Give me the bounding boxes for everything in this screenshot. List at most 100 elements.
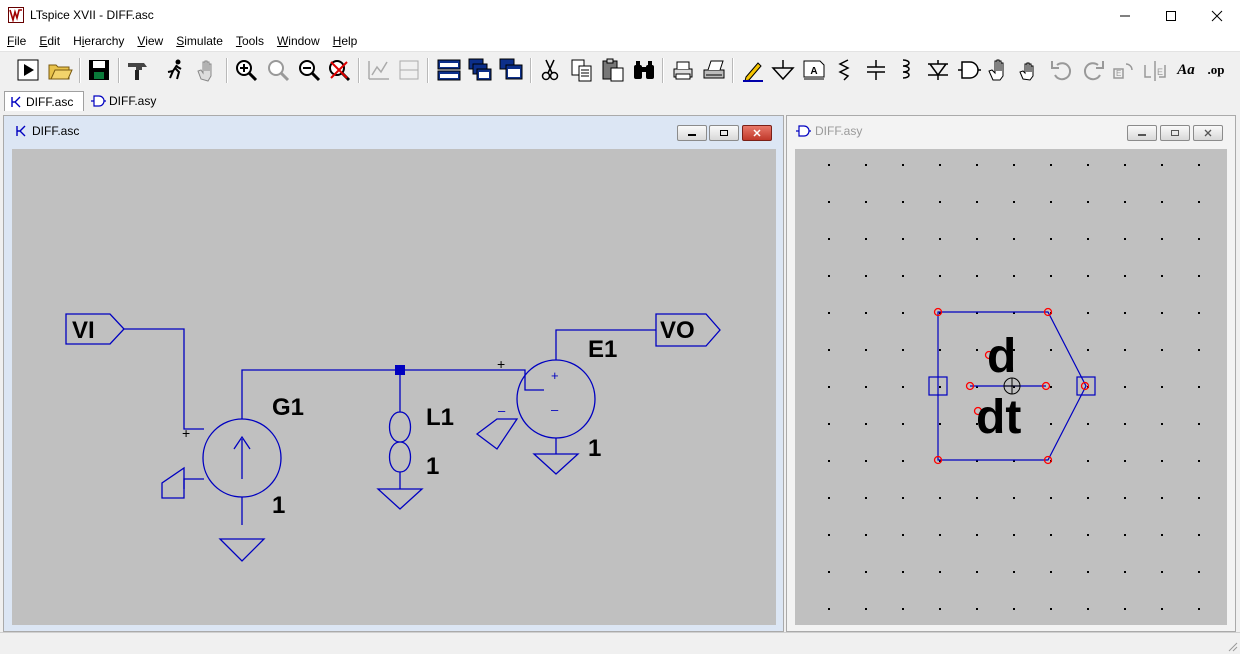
grid-dot <box>976 497 978 499</box>
grid-dot <box>1161 386 1163 388</box>
resize-grip-icon[interactable] <box>1226 640 1238 652</box>
grid-dot <box>1124 460 1126 462</box>
minimize-button[interactable] <box>1102 0 1148 31</box>
ground-icon[interactable] <box>770 57 796 83</box>
grid-dot <box>865 312 867 314</box>
redo-icon[interactable] <box>1080 57 1106 83</box>
component-icon[interactable] <box>956 57 982 83</box>
schematic-close-button[interactable] <box>742 125 772 141</box>
spice-directive-icon[interactable]: .op <box>1207 62 1225 77</box>
grid-dot <box>939 349 941 351</box>
schematic-minimize-button[interactable] <box>677 125 707 141</box>
control-panel-icon[interactable] <box>125 57 151 83</box>
symbol-close-button[interactable] <box>1193 125 1223 141</box>
save-icon[interactable] <box>86 57 112 83</box>
grid-dot <box>1161 423 1163 425</box>
mirror-icon[interactable]: E <box>1142 57 1168 83</box>
grid-dot <box>828 534 830 536</box>
tab-diff-asc[interactable]: DIFF.asc <box>4 91 84 111</box>
run-icon[interactable] <box>15 57 41 83</box>
grid-dot <box>828 349 830 351</box>
grid-dots <box>828 164 1200 610</box>
grid-dot <box>865 164 867 166</box>
resistor-icon[interactable] <box>832 57 858 83</box>
grid-dot <box>1013 497 1015 499</box>
grid-dot <box>1124 497 1126 499</box>
halt-icon[interactable] <box>162 57 188 83</box>
tile-icon[interactable] <box>436 57 462 83</box>
svg-text:E: E <box>1116 69 1121 78</box>
menu-view[interactable]: View <box>137 34 164 48</box>
grid-dot <box>865 497 867 499</box>
grid-dot <box>828 312 830 314</box>
pan-icon[interactable] <box>194 57 220 83</box>
grid-dot <box>1124 201 1126 203</box>
rotate-icon[interactable]: E <box>1111 57 1137 83</box>
title-bar: LTspice XVII - DIFF.asc <box>0 0 1240 31</box>
grid-dot <box>1161 201 1163 203</box>
grid-dot <box>1087 534 1089 536</box>
diode-icon[interactable] <box>925 57 951 83</box>
tab-diff-asy[interactable]: DIFF.asy <box>86 91 162 111</box>
grid-dot <box>1124 423 1126 425</box>
drag-icon[interactable] <box>1017 57 1043 83</box>
split-icon[interactable] <box>396 57 422 83</box>
maximize-button[interactable] <box>1148 0 1194 31</box>
zoom-in-icon[interactable] <box>233 57 259 83</box>
close-windows-icon[interactable] <box>498 57 524 83</box>
cut-icon[interactable] <box>537 57 563 83</box>
menu-file[interactable]: File <box>7 34 27 48</box>
svg-text:A: A <box>810 66 817 77</box>
grid-dot <box>1198 460 1200 462</box>
schematic-maximize-button[interactable] <box>709 125 739 141</box>
menu-help[interactable]: Help <box>332 34 358 48</box>
print-icon[interactable] <box>701 57 727 83</box>
grid-dot <box>1087 423 1089 425</box>
grid-dot <box>1050 349 1052 351</box>
wire-icon[interactable] <box>740 57 766 83</box>
schematic-window-titlebar[interactable]: DIFF.asc <box>4 116 783 146</box>
grid-dot <box>865 460 867 462</box>
vi-port-flag <box>65 313 125 345</box>
symbol-minimize-button[interactable] <box>1127 125 1157 141</box>
grid-dot <box>1050 423 1052 425</box>
grid-dot <box>1087 349 1089 351</box>
close-button[interactable] <box>1194 0 1240 31</box>
menu-window[interactable]: Window <box>276 34 320 48</box>
label-icon[interactable]: A <box>801 57 827 83</box>
undo-icon[interactable] <box>1049 57 1075 83</box>
menu-simulate[interactable]: Simulate <box>176 34 223 48</box>
grid-dot <box>976 423 978 425</box>
grid-dot <box>902 571 904 573</box>
schematic-canvas[interactable]: VI VO G1 1 L1 1 E1 1 + + + – – <box>12 149 776 625</box>
move-icon[interactable] <box>986 57 1012 83</box>
cascade-icon[interactable] <box>467 57 493 83</box>
print-setup-icon[interactable] <box>670 57 696 83</box>
copy-icon[interactable] <box>569 57 595 83</box>
grid-dot <box>1124 534 1126 536</box>
menu-hierarchy[interactable]: Hierarchy <box>73 34 125 48</box>
symbol-icon <box>91 95 106 107</box>
symbol-window-title: DIFF.asy <box>815 124 863 138</box>
symbol-maximize-button[interactable] <box>1160 125 1190 141</box>
zoom-full-icon[interactable] <box>265 57 291 83</box>
symbol-outline <box>937 311 1087 461</box>
open-icon[interactable] <box>47 57 73 83</box>
schematic-window: DIFF.asc <box>3 115 784 632</box>
zoom-out-icon[interactable] <box>296 57 322 83</box>
capacitor-icon[interactable] <box>863 57 889 83</box>
grid-dot <box>1087 275 1089 277</box>
zoom-cancel-icon[interactable] <box>326 57 352 83</box>
grid-dot <box>976 349 978 351</box>
menu-tools[interactable]: Tools <box>235 34 264 48</box>
menu-edit[interactable]: Edit <box>39 34 61 48</box>
inductor-icon[interactable] <box>893 57 919 83</box>
grid-dot <box>1124 386 1126 388</box>
autorange-icon[interactable] <box>366 57 392 83</box>
text-icon[interactable]: Aa <box>1177 61 1195 78</box>
symbol-canvas[interactable]: d dt <box>795 149 1227 625</box>
symbol-window-titlebar[interactable]: DIFF.asy <box>787 116 1235 146</box>
find-icon[interactable] <box>631 57 657 83</box>
grid-dot <box>1050 497 1052 499</box>
paste-icon[interactable] <box>600 57 626 83</box>
